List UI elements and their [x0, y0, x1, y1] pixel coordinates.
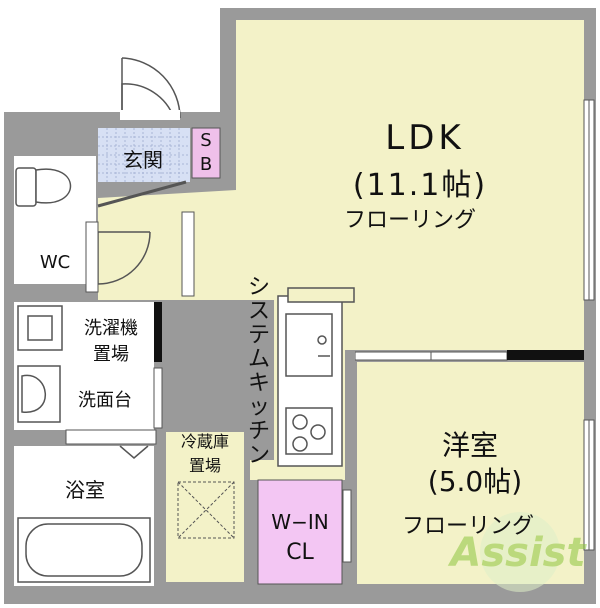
laundry-line1: 洗濯機 [84, 318, 138, 339]
shoe-box-line2: B [199, 154, 213, 175]
partition-western [345, 350, 584, 586]
closet-line1: W−IN [271, 510, 329, 534]
fridge-line1: 冷蔵庫 [180, 432, 229, 451]
washstand-name: 洗面台 [78, 390, 132, 411]
washstand [17, 365, 61, 423]
western-size: (5.0帖) [427, 465, 523, 498]
shoe-box-line1: S [200, 130, 212, 151]
entrance-name: 玄関 [123, 148, 163, 172]
windows [583, 99, 595, 551]
watermark-logo: Assist [447, 512, 587, 592]
partition-black [154, 302, 162, 362]
hall-floor [98, 190, 236, 300]
ldk-size: (11.1帖) [352, 168, 488, 203]
bathtub [17, 445, 151, 583]
laundry-line2: 置場 [93, 344, 129, 365]
closet-floor [257, 479, 343, 585]
fridge-floor [166, 432, 244, 582]
western-floor: フローリング [401, 514, 534, 539]
ldk-floor: フローリング [343, 208, 476, 233]
kitchen-counter [277, 287, 355, 467]
fridge-space [177, 481, 235, 539]
hall-door-frames [85, 211, 195, 297]
toilet [15, 167, 72, 207]
washing-machine [17, 305, 63, 351]
entrance-door [120, 57, 181, 120]
wash-sliding-door [153, 367, 163, 429]
svg-text:Assist: Assist [447, 530, 587, 576]
bath-name: 浴室 [65, 478, 105, 502]
closet-door [342, 489, 352, 563]
shoe-box [191, 127, 221, 179]
western-name: 洋室 [441, 429, 498, 462]
closet-line2: CL [286, 540, 314, 565]
kitchen-name: システムキッチン [247, 275, 270, 468]
ldk-name: LDK [385, 118, 465, 158]
fridge-line2: 置場 [188, 456, 221, 475]
entrance-tiles [97, 128, 190, 208]
wc-name: WC [39, 252, 71, 273]
